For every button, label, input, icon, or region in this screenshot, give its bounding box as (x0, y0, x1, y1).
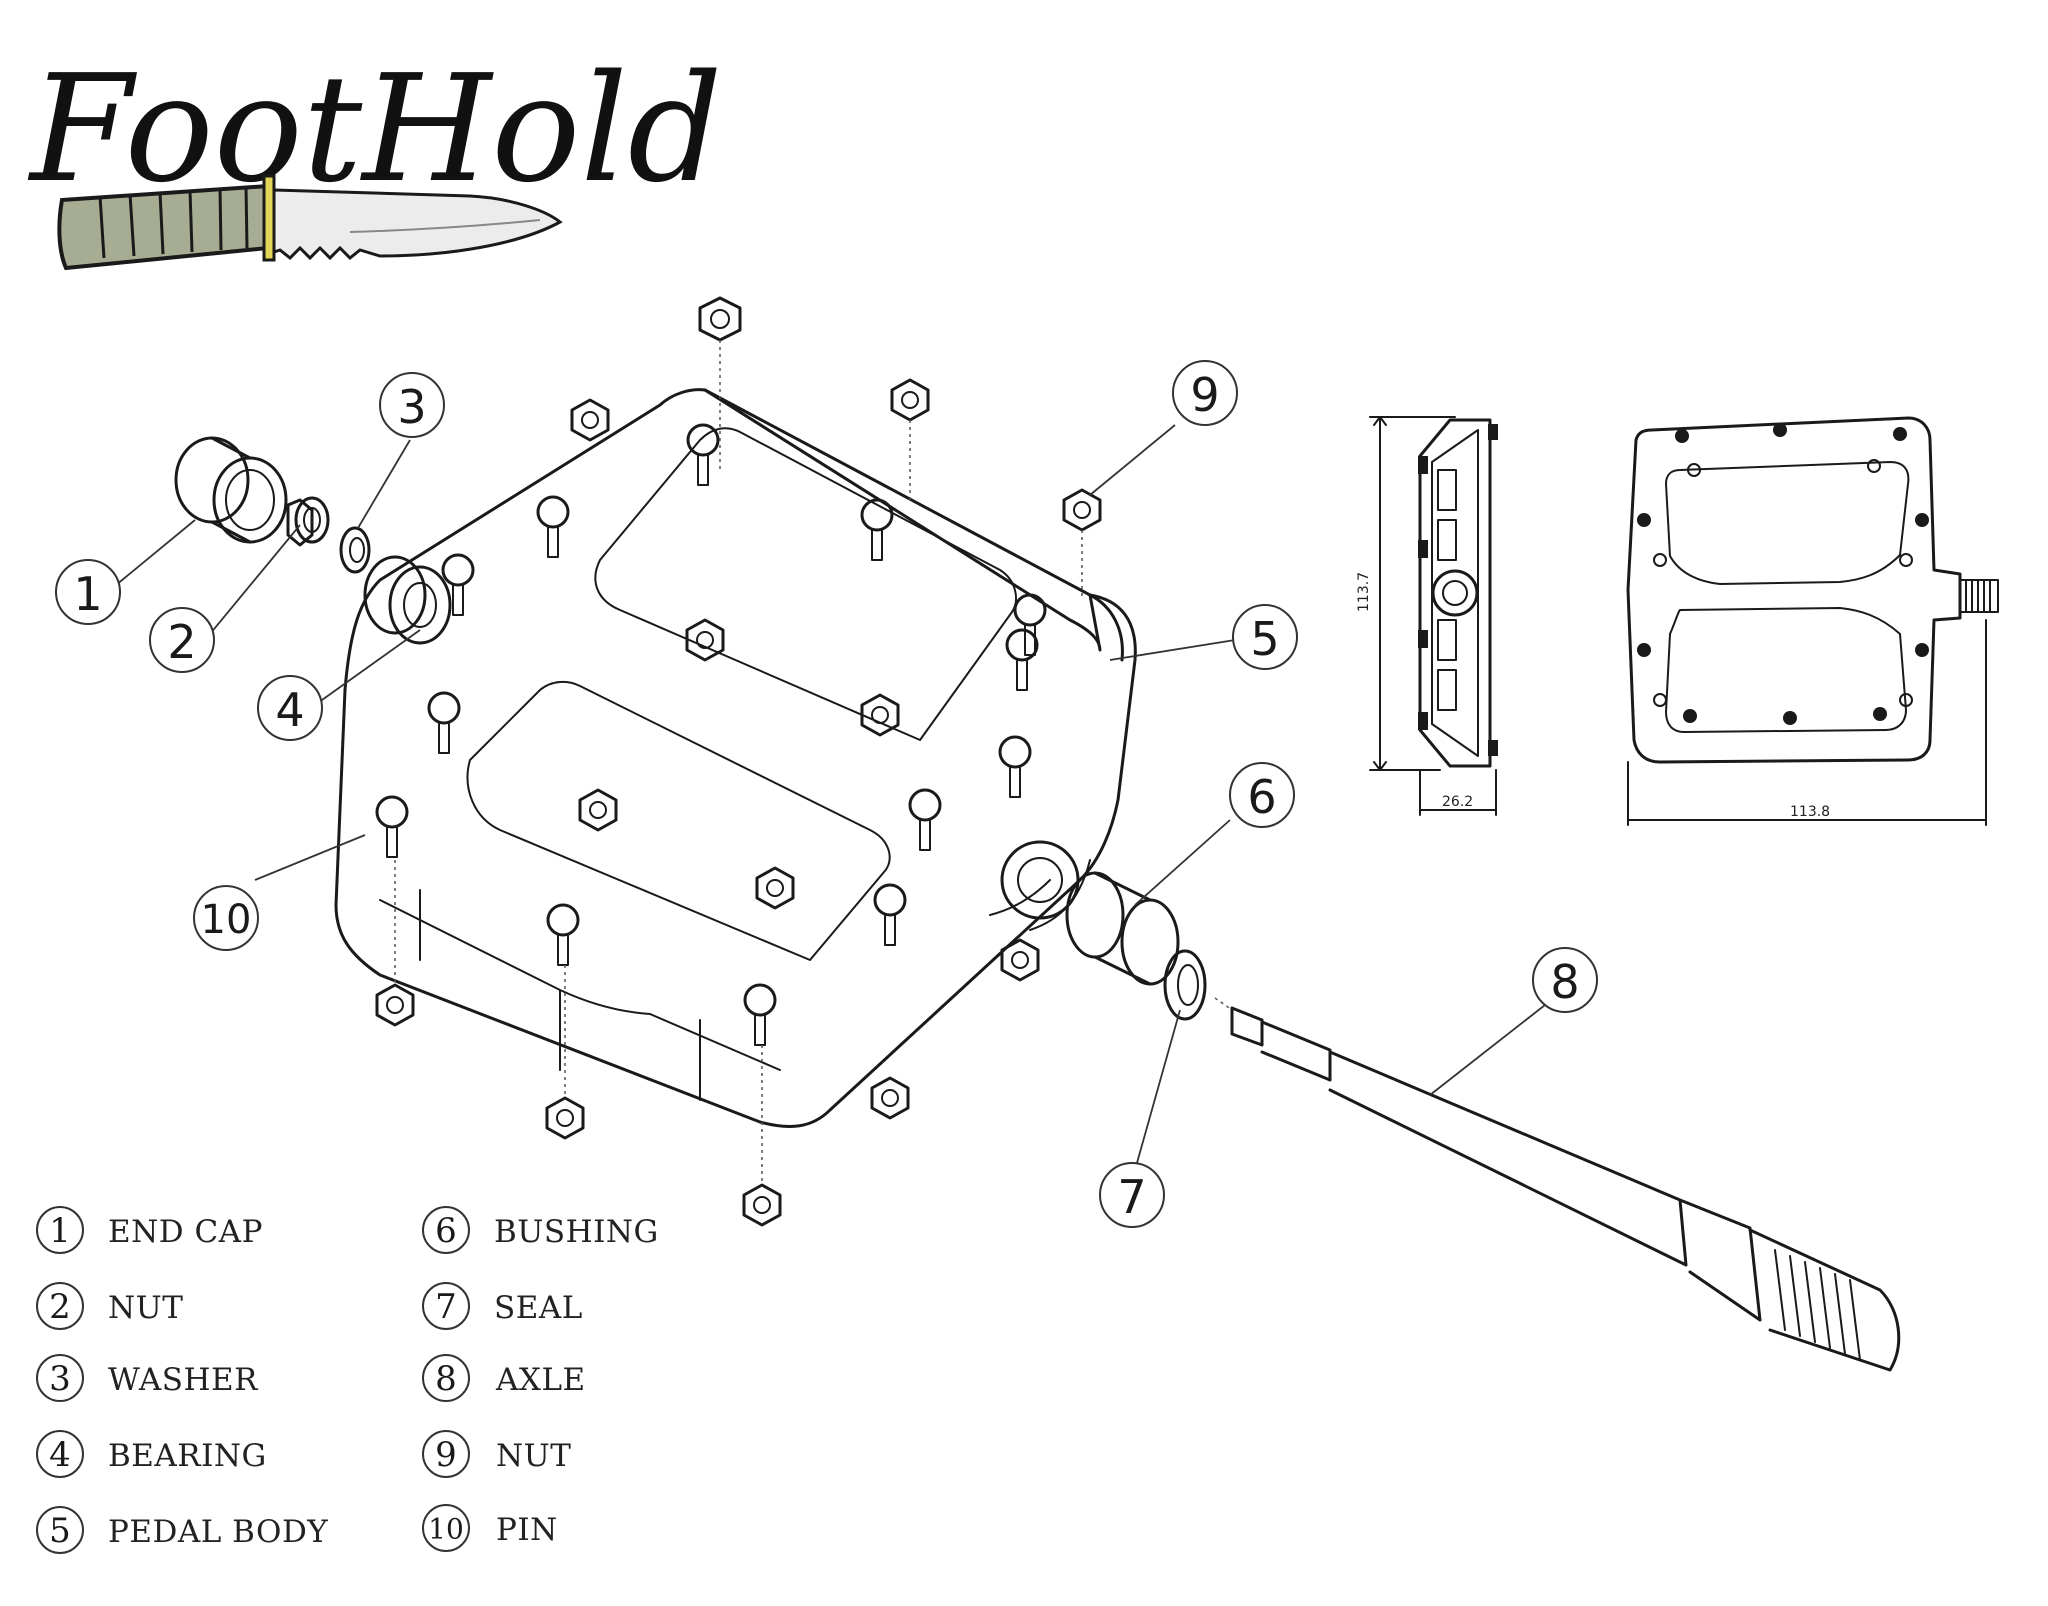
pin-icon (536, 495, 570, 558)
svg-text:SEAL: SEAL (494, 1290, 583, 1326)
seal-part (1163, 949, 1207, 1021)
svg-text:7: 7 (435, 1287, 457, 1327)
svg-text:8: 8 (435, 1359, 457, 1399)
pin-icon (441, 553, 475, 616)
pin-icon (427, 691, 461, 754)
svg-text:7: 7 (1117, 1170, 1146, 1224)
pin-icon (686, 423, 720, 486)
legend-item: 1 END CAP (36, 1206, 263, 1254)
callout-8: 8 (1532, 947, 1598, 1013)
end-cap-part (174, 436, 288, 544)
svg-text:3: 3 (49, 1359, 71, 1399)
svg-text:END CAP: END CAP (108, 1214, 263, 1250)
legend-item: 3 WASHER (36, 1354, 259, 1402)
pin-icon (546, 903, 580, 966)
foothold-logo: FootHold (27, 43, 723, 271)
pin-icon (375, 795, 409, 858)
pin-icon (1013, 593, 1047, 656)
callout-7: 7 (1099, 1162, 1165, 1228)
legend-item: 2 NUT (36, 1282, 183, 1330)
nut-icon (755, 866, 795, 910)
svg-text:5: 5 (1250, 612, 1279, 666)
callout-10: 10 (193, 885, 259, 951)
callout-1: 1 (55, 559, 121, 625)
nut-icon (1000, 938, 1040, 982)
nut-icon (870, 1076, 910, 1120)
washer-part (339, 526, 371, 574)
svg-text:5: 5 (49, 1511, 71, 1551)
svg-text:3: 3 (397, 380, 426, 434)
legend-item: 10 PIN (422, 1504, 558, 1552)
callout-5: 5 (1232, 604, 1298, 670)
pin-icon (908, 788, 942, 851)
svg-text:6: 6 (1247, 770, 1276, 824)
callout-6: 6 (1229, 762, 1295, 828)
svg-text:2: 2 (167, 615, 196, 669)
pin-icon (743, 983, 777, 1046)
svg-text:BUSHING: BUSHING (494, 1214, 659, 1250)
svg-text:PIN: PIN (496, 1512, 558, 1548)
svg-text:6: 6 (435, 1211, 457, 1251)
svg-text:4: 4 (49, 1435, 71, 1475)
legend-item: 9 NUT (422, 1430, 571, 1478)
svg-text:8: 8 (1550, 955, 1579, 1009)
callout-4: 4 (257, 675, 323, 741)
pin-icon (873, 883, 907, 946)
svg-text:10: 10 (201, 897, 252, 943)
logo-wordmark: FootHold (27, 43, 723, 215)
svg-text:10: 10 (428, 1513, 464, 1546)
bushing-part (1065, 871, 1180, 986)
legend-item: 8 AXLE (422, 1354, 586, 1402)
dimension-height-label: 113.7 (1356, 572, 1372, 612)
svg-text:NUT: NUT (496, 1438, 571, 1474)
pins-and-nuts (375, 296, 1102, 1227)
top-view-drawing: 113.8 (1626, 416, 1999, 826)
callout-3: 3 (379, 372, 445, 438)
pin-icon (1005, 628, 1039, 691)
legend-item: 5 PEDAL BODY (36, 1506, 328, 1554)
svg-text:NUT: NUT (108, 1290, 183, 1326)
nut-icon (742, 1183, 782, 1227)
svg-text:9: 9 (435, 1435, 457, 1475)
nut-icon (545, 1096, 585, 1140)
callout-2: 2 (149, 607, 215, 673)
pin-icon (860, 498, 894, 561)
pin-icon (998, 735, 1032, 798)
dimension-side-width-label: 26.2 (1442, 794, 1473, 810)
svg-text:1: 1 (73, 567, 102, 621)
svg-text:4: 4 (275, 683, 304, 737)
callout-leaders (109, 424, 1546, 1171)
axle-part (1214, 997, 1901, 1372)
axle-nut-part (286, 496, 330, 547)
nut-icon (375, 983, 415, 1027)
svg-text:BEARING: BEARING (108, 1438, 267, 1474)
nut-icon (685, 618, 725, 662)
knife-icon (57, 174, 563, 271)
nut-icon (698, 296, 742, 342)
nut-icon (860, 693, 900, 737)
svg-text:WASHER: WASHER (108, 1362, 259, 1398)
side-view-drawing: 113.7 26.2 (1356, 416, 1498, 816)
pedal-body (334, 388, 1137, 1128)
svg-text:PEDAL BODY: PEDAL BODY (108, 1514, 328, 1550)
legend-item: 7 SEAL (422, 1282, 583, 1330)
nut-icon (570, 398, 610, 442)
svg-text:2: 2 (49, 1287, 71, 1327)
nut-icon (578, 788, 618, 832)
dimension-top-width-label: 113.8 (1790, 804, 1830, 820)
legend-item: 6 BUSHING (422, 1206, 659, 1254)
svg-text:AXLE: AXLE (495, 1362, 586, 1398)
legend-item: 4 BEARING (36, 1430, 267, 1478)
svg-text:9: 9 (1190, 368, 1219, 422)
svg-text:1: 1 (49, 1211, 71, 1251)
nut-icon (1062, 488, 1102, 532)
callout-9: 9 (1172, 360, 1238, 426)
nut-icon (890, 378, 930, 422)
bearing-part (363, 555, 452, 645)
